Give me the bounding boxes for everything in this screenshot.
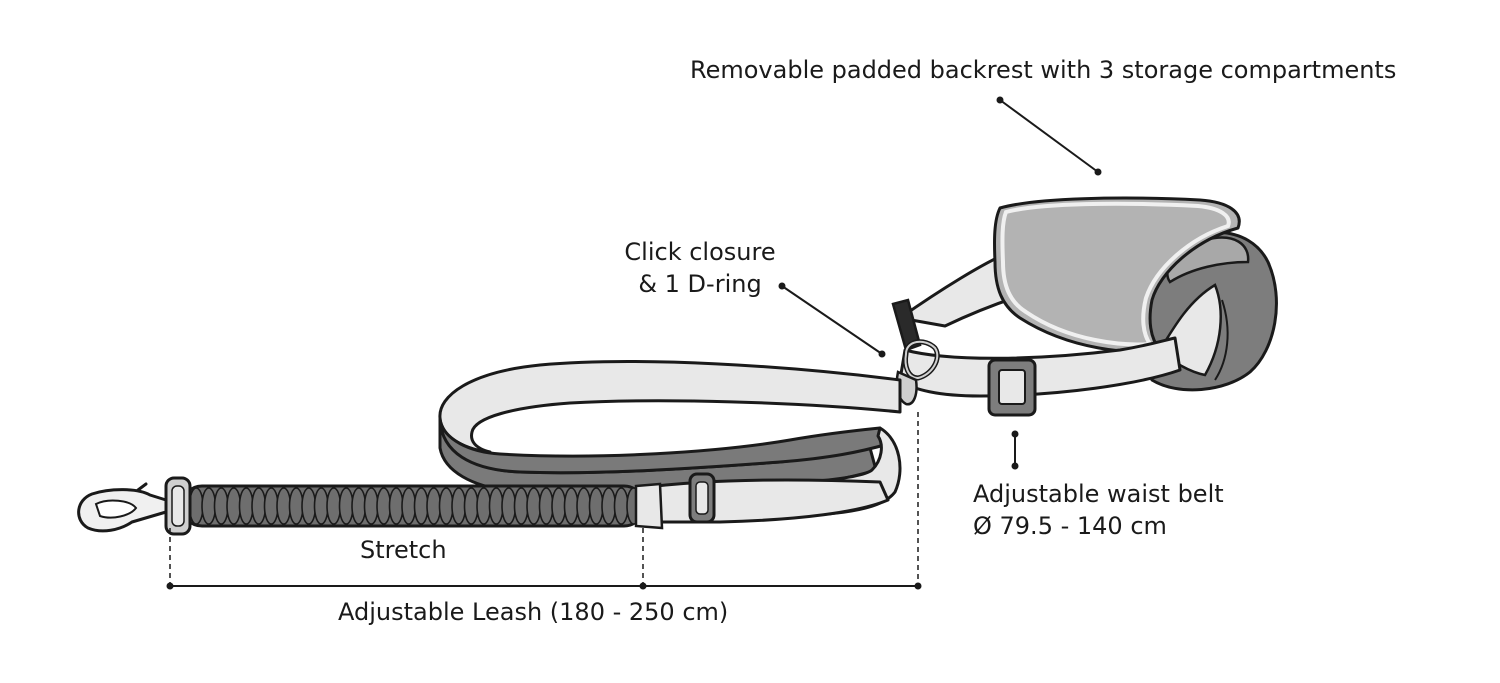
bungee-rib	[263, 487, 279, 525]
bungee-rib	[313, 487, 329, 525]
bungee-rib	[463, 487, 479, 525]
bungee-rib	[238, 487, 254, 525]
click-closure-label-line1: Click closure	[624, 238, 776, 266]
bungee-rib	[451, 487, 467, 525]
closure-callout-dot-2	[878, 350, 886, 358]
waist-belt-label-line2: Ø 79.5 - 140 cm	[973, 512, 1167, 540]
backrest-pad-piping	[1000, 201, 1231, 347]
bungee-rib	[551, 487, 567, 525]
bungee-rib	[326, 487, 342, 525]
snap-hook-collar-inner	[171, 485, 185, 527]
pouch-seam	[1214, 299, 1229, 381]
bungee-rib	[188, 487, 204, 525]
bungee-rib	[388, 487, 404, 525]
leash-length-label: Adjustable Leash (180 - 250 cm)	[338, 598, 729, 626]
closure-callout-dot-1	[778, 282, 786, 290]
snap-hook-gate	[94, 499, 138, 519]
waist-belt-label-line1: Adjustable waist belt	[973, 480, 1224, 508]
bungee-rib	[563, 487, 579, 525]
bungee-rib	[301, 487, 317, 525]
bungee-rib	[476, 487, 492, 525]
snap-hook-latch	[136, 482, 148, 492]
bungee-rib	[276, 487, 292, 525]
bungee-rib	[501, 487, 517, 525]
backrest-pad	[993, 196, 1241, 354]
backrest-label: Removable padded backrest with 3 storage…	[690, 56, 1397, 84]
d-ring-inner	[904, 340, 939, 380]
bungee-rib	[251, 487, 267, 525]
bungee-rib	[338, 487, 354, 525]
closure-callout-line	[781, 285, 883, 355]
backrest-callout-dot-1	[996, 96, 1004, 104]
bungee-rib	[351, 487, 367, 525]
bungee-rib	[513, 487, 529, 525]
bungee-rib	[413, 487, 429, 525]
backrest-callout-line	[999, 99, 1099, 173]
click-closure-buckle	[891, 298, 922, 352]
dim-dot-right	[914, 582, 922, 590]
bungee-rib	[288, 487, 304, 525]
bungee-rib	[538, 487, 554, 525]
waist-belt-front-band	[898, 336, 1182, 398]
bungee-rib	[213, 487, 229, 525]
belt-slider-opening	[998, 369, 1026, 405]
backrest-callout-dot-2	[1094, 168, 1102, 176]
click-closure-label: Click closure & 1 D-ring	[600, 236, 800, 300]
waist-callout-dot-1	[1011, 430, 1019, 438]
dim-dot-left	[166, 582, 174, 590]
bungee-rib	[363, 487, 379, 525]
bungee-rib	[438, 487, 454, 525]
bungee-rib	[601, 487, 617, 525]
bungee-end-sleeve	[634, 482, 664, 530]
bungee-ribs	[188, 487, 642, 525]
bungee-rib	[226, 487, 242, 525]
waist-belt-label: Adjustable waist belt Ø 79.5 - 140 cm	[973, 478, 1224, 542]
bungee-rib	[426, 487, 442, 525]
leash-strap-lower	[638, 478, 890, 524]
bungee-rib	[488, 487, 504, 525]
bungee-rib	[526, 487, 542, 525]
leash-loop-top	[438, 360, 902, 454]
bungee-rib	[613, 487, 629, 525]
strap-keeper-inner	[695, 481, 709, 515]
bungee-rib	[588, 487, 604, 525]
click-closure-label-line2: & 1 D-ring	[638, 270, 762, 298]
stretch-label: Stretch	[360, 536, 447, 564]
dim-dot-mid	[639, 582, 647, 590]
bungee-rib	[376, 487, 392, 525]
waist-callout-dot-2	[1011, 462, 1019, 470]
bungee-rib	[201, 487, 217, 525]
bungee-rib	[576, 487, 592, 525]
bungee-rib	[401, 487, 417, 525]
